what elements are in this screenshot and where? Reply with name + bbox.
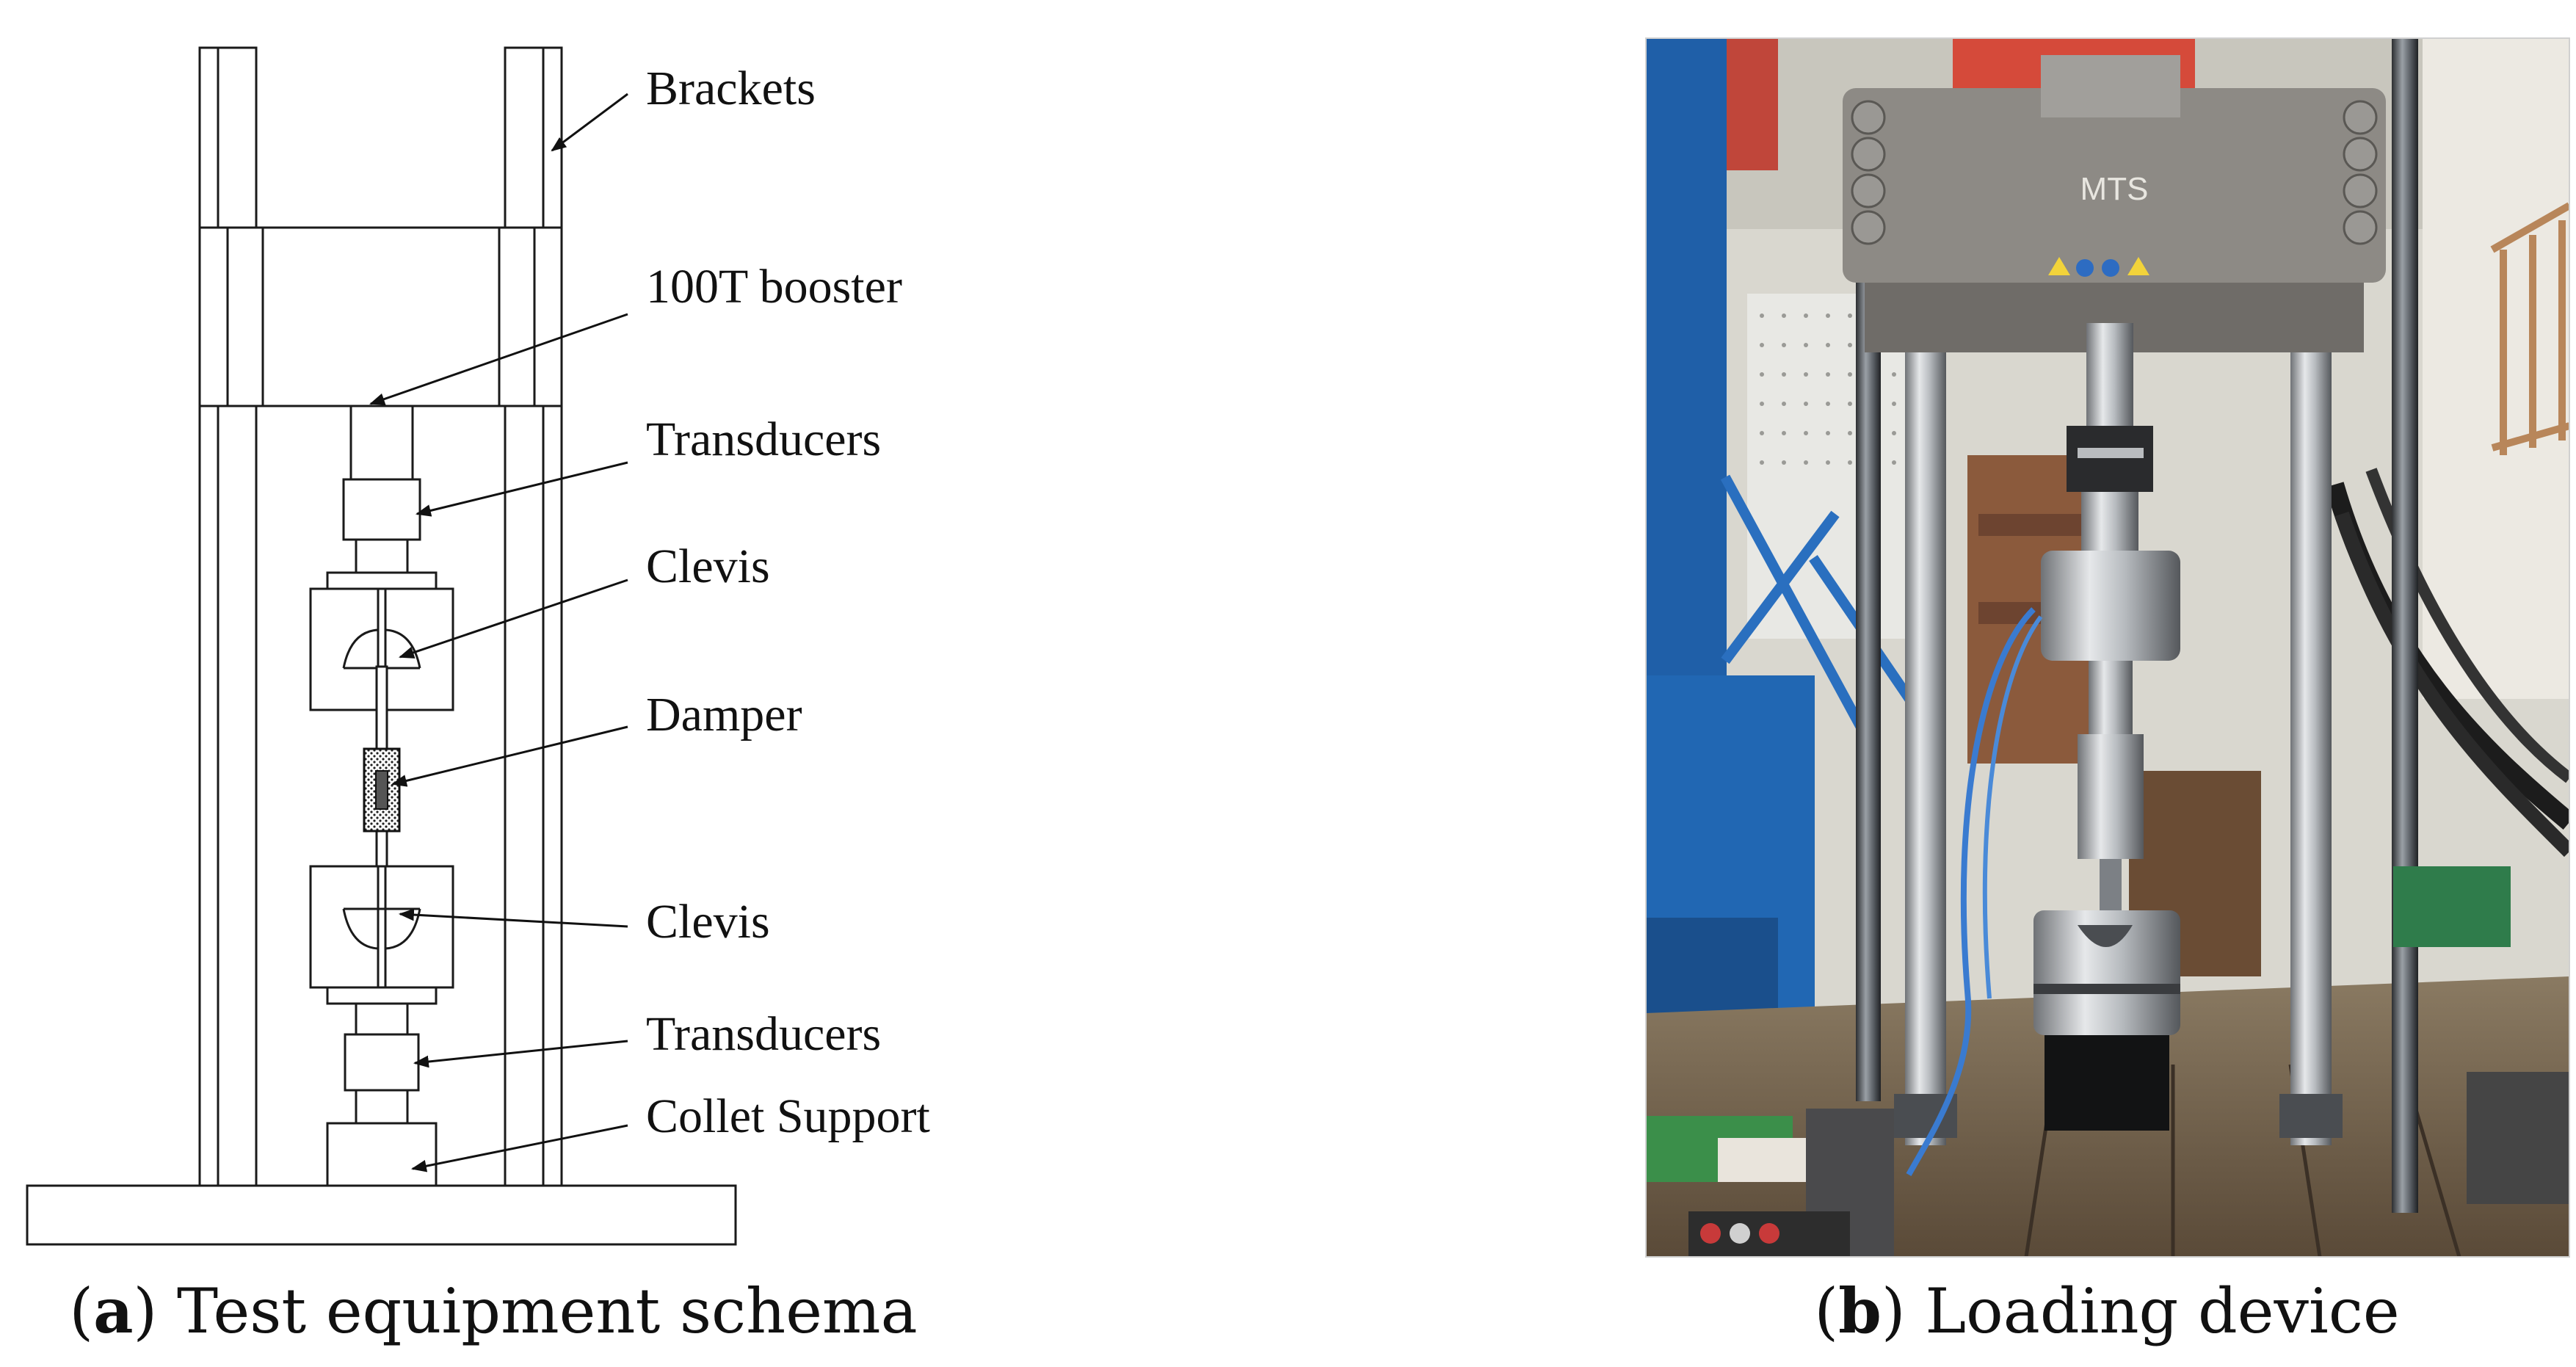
collet-support (326, 1122, 438, 1187)
label-booster: 100T booster (646, 260, 902, 313)
arrow-clevis-bottom (398, 908, 628, 928)
crosshead-block (198, 226, 563, 407)
blue-frame-left (1646, 38, 1727, 772)
arrow-transducers-bottom (413, 1040, 628, 1068)
label-damper: Damper (646, 688, 802, 741)
right-bracket (504, 46, 563, 1187)
arrow-clevis-top (399, 579, 628, 659)
right-wall (2423, 38, 2569, 699)
caption-a: (a) Test equipment schema (69, 1274, 917, 1347)
lower-clevis-fixture (2033, 910, 2180, 1035)
transducer-bottom-stem (355, 1089, 409, 1125)
base-support (2045, 1035, 2169, 1131)
arrow-transducers-top (415, 461, 628, 517)
blue-cables (1906, 607, 2036, 1176)
caption-b: (b) Loading device (1814, 1274, 2399, 1347)
booster-stem (349, 405, 414, 481)
warning-icons (2048, 257, 2149, 277)
transducer-bottom-neck (355, 1002, 409, 1036)
arrow-brackets (551, 93, 628, 152)
arrow-damper (391, 725, 628, 787)
caption-a-text: Test equipment schema (177, 1275, 918, 1347)
equipment-right (2467, 1072, 2569, 1204)
guide-column-right (2392, 38, 2418, 1213)
caption-b-text: Loading device (1925, 1275, 2399, 1347)
caption-a-letter: a (93, 1274, 133, 1347)
left-bracket (198, 46, 258, 1187)
label-transducers-bottom: Transducers (646, 1007, 881, 1061)
label-collet-support: Collet Support (646, 1089, 930, 1143)
crosshead-bolts (1851, 100, 2378, 245)
arrow-booster (369, 313, 628, 405)
main-column-left (1905, 279, 1946, 1145)
upper-grip (2041, 551, 2180, 661)
panel-a-schematic: Brackets 100T booster Transducers Clevis… (26, 46, 930, 1347)
panel-b-photo: MTS (1645, 37, 2570, 1347)
clevis-top (309, 571, 454, 711)
damper (363, 747, 401, 833)
transducer-top (342, 478, 421, 541)
label-clevis-bottom: Clevis (646, 895, 770, 949)
arrow-collet-support (410, 1124, 628, 1172)
crosshead (1843, 88, 2386, 283)
stair-railing (2490, 202, 2569, 455)
pegboard-holes (1760, 313, 1896, 465)
transducer-bottom (344, 1033, 420, 1092)
caption-b-letter: b (1838, 1274, 1882, 1347)
actuator-piston (2086, 323, 2133, 426)
label-transducers-top: Transducers (646, 413, 881, 466)
load-cell (2067, 426, 2153, 492)
label-clevis-top: Clevis (646, 540, 770, 593)
specimen-rod (2078, 734, 2144, 859)
label-brackets: Brackets (646, 62, 816, 115)
transducer-top-neck (355, 538, 409, 574)
base-plate (26, 1184, 737, 1246)
main-column-right (2290, 279, 2332, 1145)
clevis-bottom (309, 865, 454, 1005)
mts-logo: MTS (2080, 171, 2149, 207)
